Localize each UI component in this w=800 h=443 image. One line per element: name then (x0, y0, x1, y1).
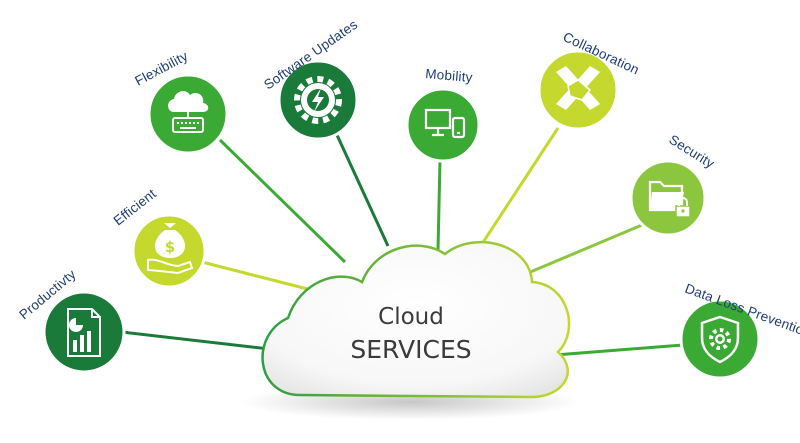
handshake-icon (556, 66, 600, 110)
cloud-shape (261, 240, 571, 399)
service-mobility: Mobility (405, 66, 481, 163)
service-security: Security (629, 132, 717, 237)
service-efficient: $ Efficient (111, 186, 207, 289)
report-chart-icon (67, 308, 101, 357)
service-collaboration: Collaboration (537, 29, 642, 131)
connector-data-loss (554, 343, 684, 357)
connector-software-updates (335, 134, 390, 247)
svg-text:$: $ (165, 238, 175, 256)
shield-gear-icon (700, 315, 740, 364)
mobility-label: Mobility (425, 66, 474, 85)
connector-mobility (436, 159, 442, 251)
service-data-loss-prevention: Data Loss Prevention (679, 281, 800, 380)
connector-lines (121, 127, 684, 357)
central-cloud: Cloud SERVICES (240, 240, 580, 420)
cloud-title-line2: SERVICES (350, 335, 471, 364)
mobility-circle (405, 87, 481, 163)
service-flexibility: Flexibility (132, 48, 229, 155)
connector-flexibility (218, 138, 347, 264)
money-bag-hand-icon: $ (147, 223, 194, 275)
cloud-keyboard-icon (168, 91, 209, 133)
service-software-updates: Software Updates (261, 17, 360, 141)
cloud-title-line1: Cloud (378, 304, 444, 330)
productivity-circle (42, 290, 126, 374)
monitor-phone-icon (424, 108, 466, 139)
connector-productivity (121, 330, 279, 352)
gear-lightning-icon (294, 76, 342, 124)
connector-security (527, 223, 643, 275)
folder-lock-icon (648, 180, 691, 218)
connector-collaboration (476, 127, 560, 251)
service-productivity: Productivty (16, 266, 126, 374)
